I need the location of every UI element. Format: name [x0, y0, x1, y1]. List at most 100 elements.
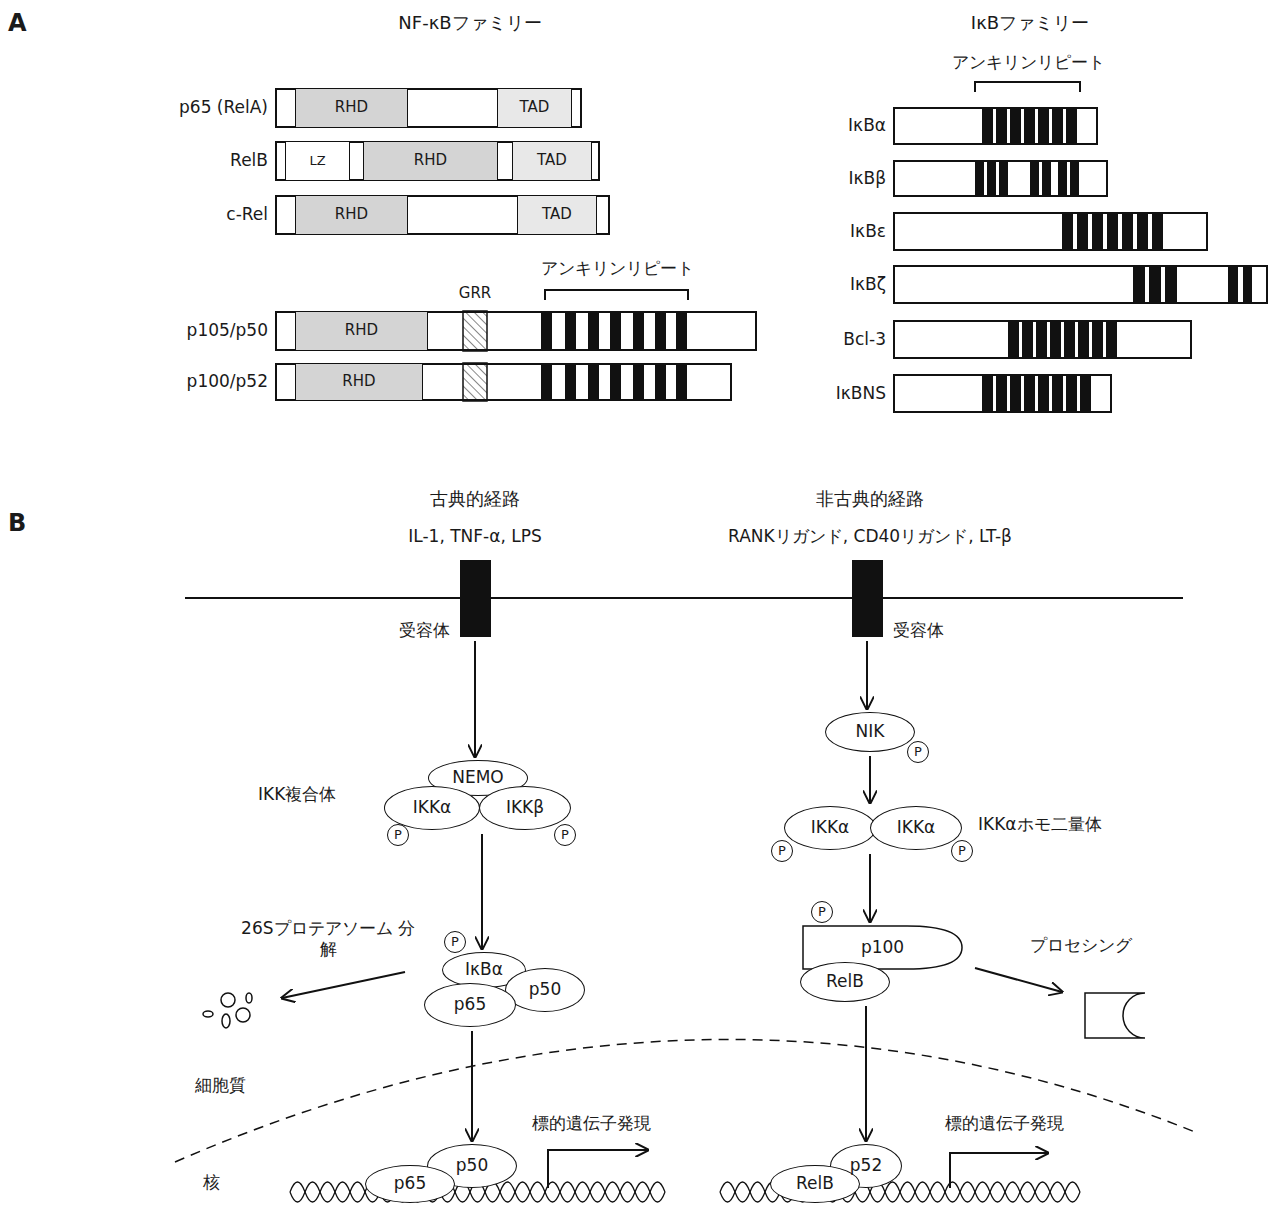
node-text: TAD — [542, 206, 572, 223]
node-text: IκBζ — [850, 275, 886, 295]
protein-ellipse: IKKβ — [479, 786, 571, 830]
node-text: RHD — [335, 99, 368, 116]
protein-bar: IκBα — [893, 107, 1098, 145]
ankyrin-repeats — [975, 160, 1079, 197]
phospho-circle: P — [811, 901, 833, 923]
node-text: P — [778, 844, 786, 859]
node-text: IKKα — [897, 818, 936, 838]
protein-bar: RelBLZRHDTAD — [275, 141, 600, 181]
node-text: P — [451, 935, 459, 950]
ankyrin-repeats — [982, 107, 1077, 145]
grr-region — [463, 363, 487, 401]
node-text: 受容体 — [893, 621, 944, 641]
node-text: LZ — [309, 154, 325, 169]
node-text: IκBβ — [848, 169, 886, 189]
processed-fragment — [1085, 993, 1145, 1038]
label-text: B — [8, 508, 26, 538]
protein-ellipse: p65 — [424, 983, 516, 1027]
degraded-fragments — [203, 993, 252, 1028]
ankyrin-repeats — [982, 374, 1091, 413]
domain-box: TAD — [517, 195, 597, 235]
ankyrin-repeats — [1062, 212, 1163, 251]
phospho-circle: P — [387, 824, 409, 846]
node-text: NEMO — [452, 768, 504, 788]
transcription-arrow — [950, 1153, 1048, 1188]
nuclear-envelope — [175, 1039, 1195, 1162]
node-text: p65 — [394, 1174, 426, 1194]
node-text: IKKα — [413, 798, 452, 818]
node-text: RelB — [826, 972, 864, 992]
node-text: p65 — [454, 995, 486, 1015]
protein-ellipse: NIK — [825, 712, 915, 752]
domain-box: RHD — [295, 195, 408, 235]
protein-bar: Bcl-3 — [893, 320, 1192, 359]
node-text: IKKβ — [506, 798, 544, 818]
domain-box: RHD — [295, 88, 408, 128]
grr-region — [463, 311, 487, 351]
protein-ellipse: RelB — [770, 1165, 860, 1203]
node-text: p50 — [529, 980, 561, 1000]
signal-arrow — [471, 1031, 473, 1141]
label-text: RANKリガンド, CD40リガンド, LT-β — [728, 526, 1012, 547]
cell-membrane — [185, 597, 1183, 599]
ankyrin-repeats — [1008, 320, 1117, 359]
label-text: 標的遺伝子発現 — [945, 1113, 1064, 1134]
transcription-arrow — [548, 1150, 648, 1188]
node-text: NIK — [856, 722, 885, 742]
protein-bar: IκBβ — [893, 160, 1108, 197]
node-text: p50 — [456, 1156, 488, 1176]
node-text: IκBα — [848, 116, 886, 136]
label-text: 細胞質 — [195, 1075, 246, 1096]
node-text: TAD — [520, 99, 550, 116]
label-text: IKK複合体 — [258, 784, 336, 805]
node-text: p52 — [850, 1156, 882, 1176]
protein-bar: p100/p52RHD — [275, 363, 732, 401]
label-text: IκBファミリー — [971, 12, 1089, 35]
node-text: P — [958, 844, 966, 859]
signal-arrow — [481, 834, 483, 949]
node-text: P — [394, 828, 402, 843]
domain-box: LZ — [285, 141, 350, 181]
domain-box: RHD — [295, 311, 428, 351]
node-text: Bcl-3 — [843, 330, 886, 350]
node-text: RHD — [342, 373, 375, 390]
node-text: p105/p50 — [187, 321, 268, 341]
signal-arrow — [866, 641, 868, 709]
protein-ellipse: IKKα — [784, 806, 876, 850]
node-text: IKKα — [811, 818, 850, 838]
processing-arrow — [975, 968, 1062, 992]
phospho-circle: P — [951, 840, 973, 862]
protein-bar: p65 (RelA)RHDTAD — [275, 88, 582, 128]
domain-box: RHD — [363, 141, 498, 181]
label-text: NF-κBファミリー — [398, 12, 541, 35]
degradation-arrow — [282, 972, 405, 998]
node-text: p100/p52 — [187, 372, 268, 392]
node-text: IκBNS — [836, 384, 886, 404]
phospho-circle: P — [444, 931, 466, 953]
ankyrin-repeats — [1133, 265, 1252, 304]
phospho-circle: P — [554, 824, 576, 846]
node-text: p65 (RelA) — [179, 98, 268, 118]
protein-bar: IκBε — [893, 212, 1208, 251]
domain-box: RHD — [295, 363, 423, 401]
signal-arrow — [474, 641, 476, 757]
label-text: 非古典的経路 — [816, 488, 924, 511]
domain-box: TAD — [512, 141, 592, 181]
node-text: TAD — [537, 152, 567, 169]
label-text: 核 — [203, 1172, 220, 1193]
ankyrin-repeats — [541, 311, 687, 351]
node-text: RHD — [414, 152, 447, 169]
node-text: c-Rel — [226, 205, 268, 225]
phospho-circle: P — [907, 741, 929, 763]
label-text: 古典的経路 — [430, 488, 520, 511]
node-text: p100 — [861, 938, 904, 958]
node-text: IκBα — [465, 960, 503, 980]
protein-bar: IκBNS — [893, 374, 1112, 413]
label-text: GRR — [459, 284, 491, 303]
label-text: IL-1, TNF-α, LPS — [408, 526, 542, 547]
bracket — [545, 290, 688, 300]
node-text: P — [561, 828, 569, 843]
